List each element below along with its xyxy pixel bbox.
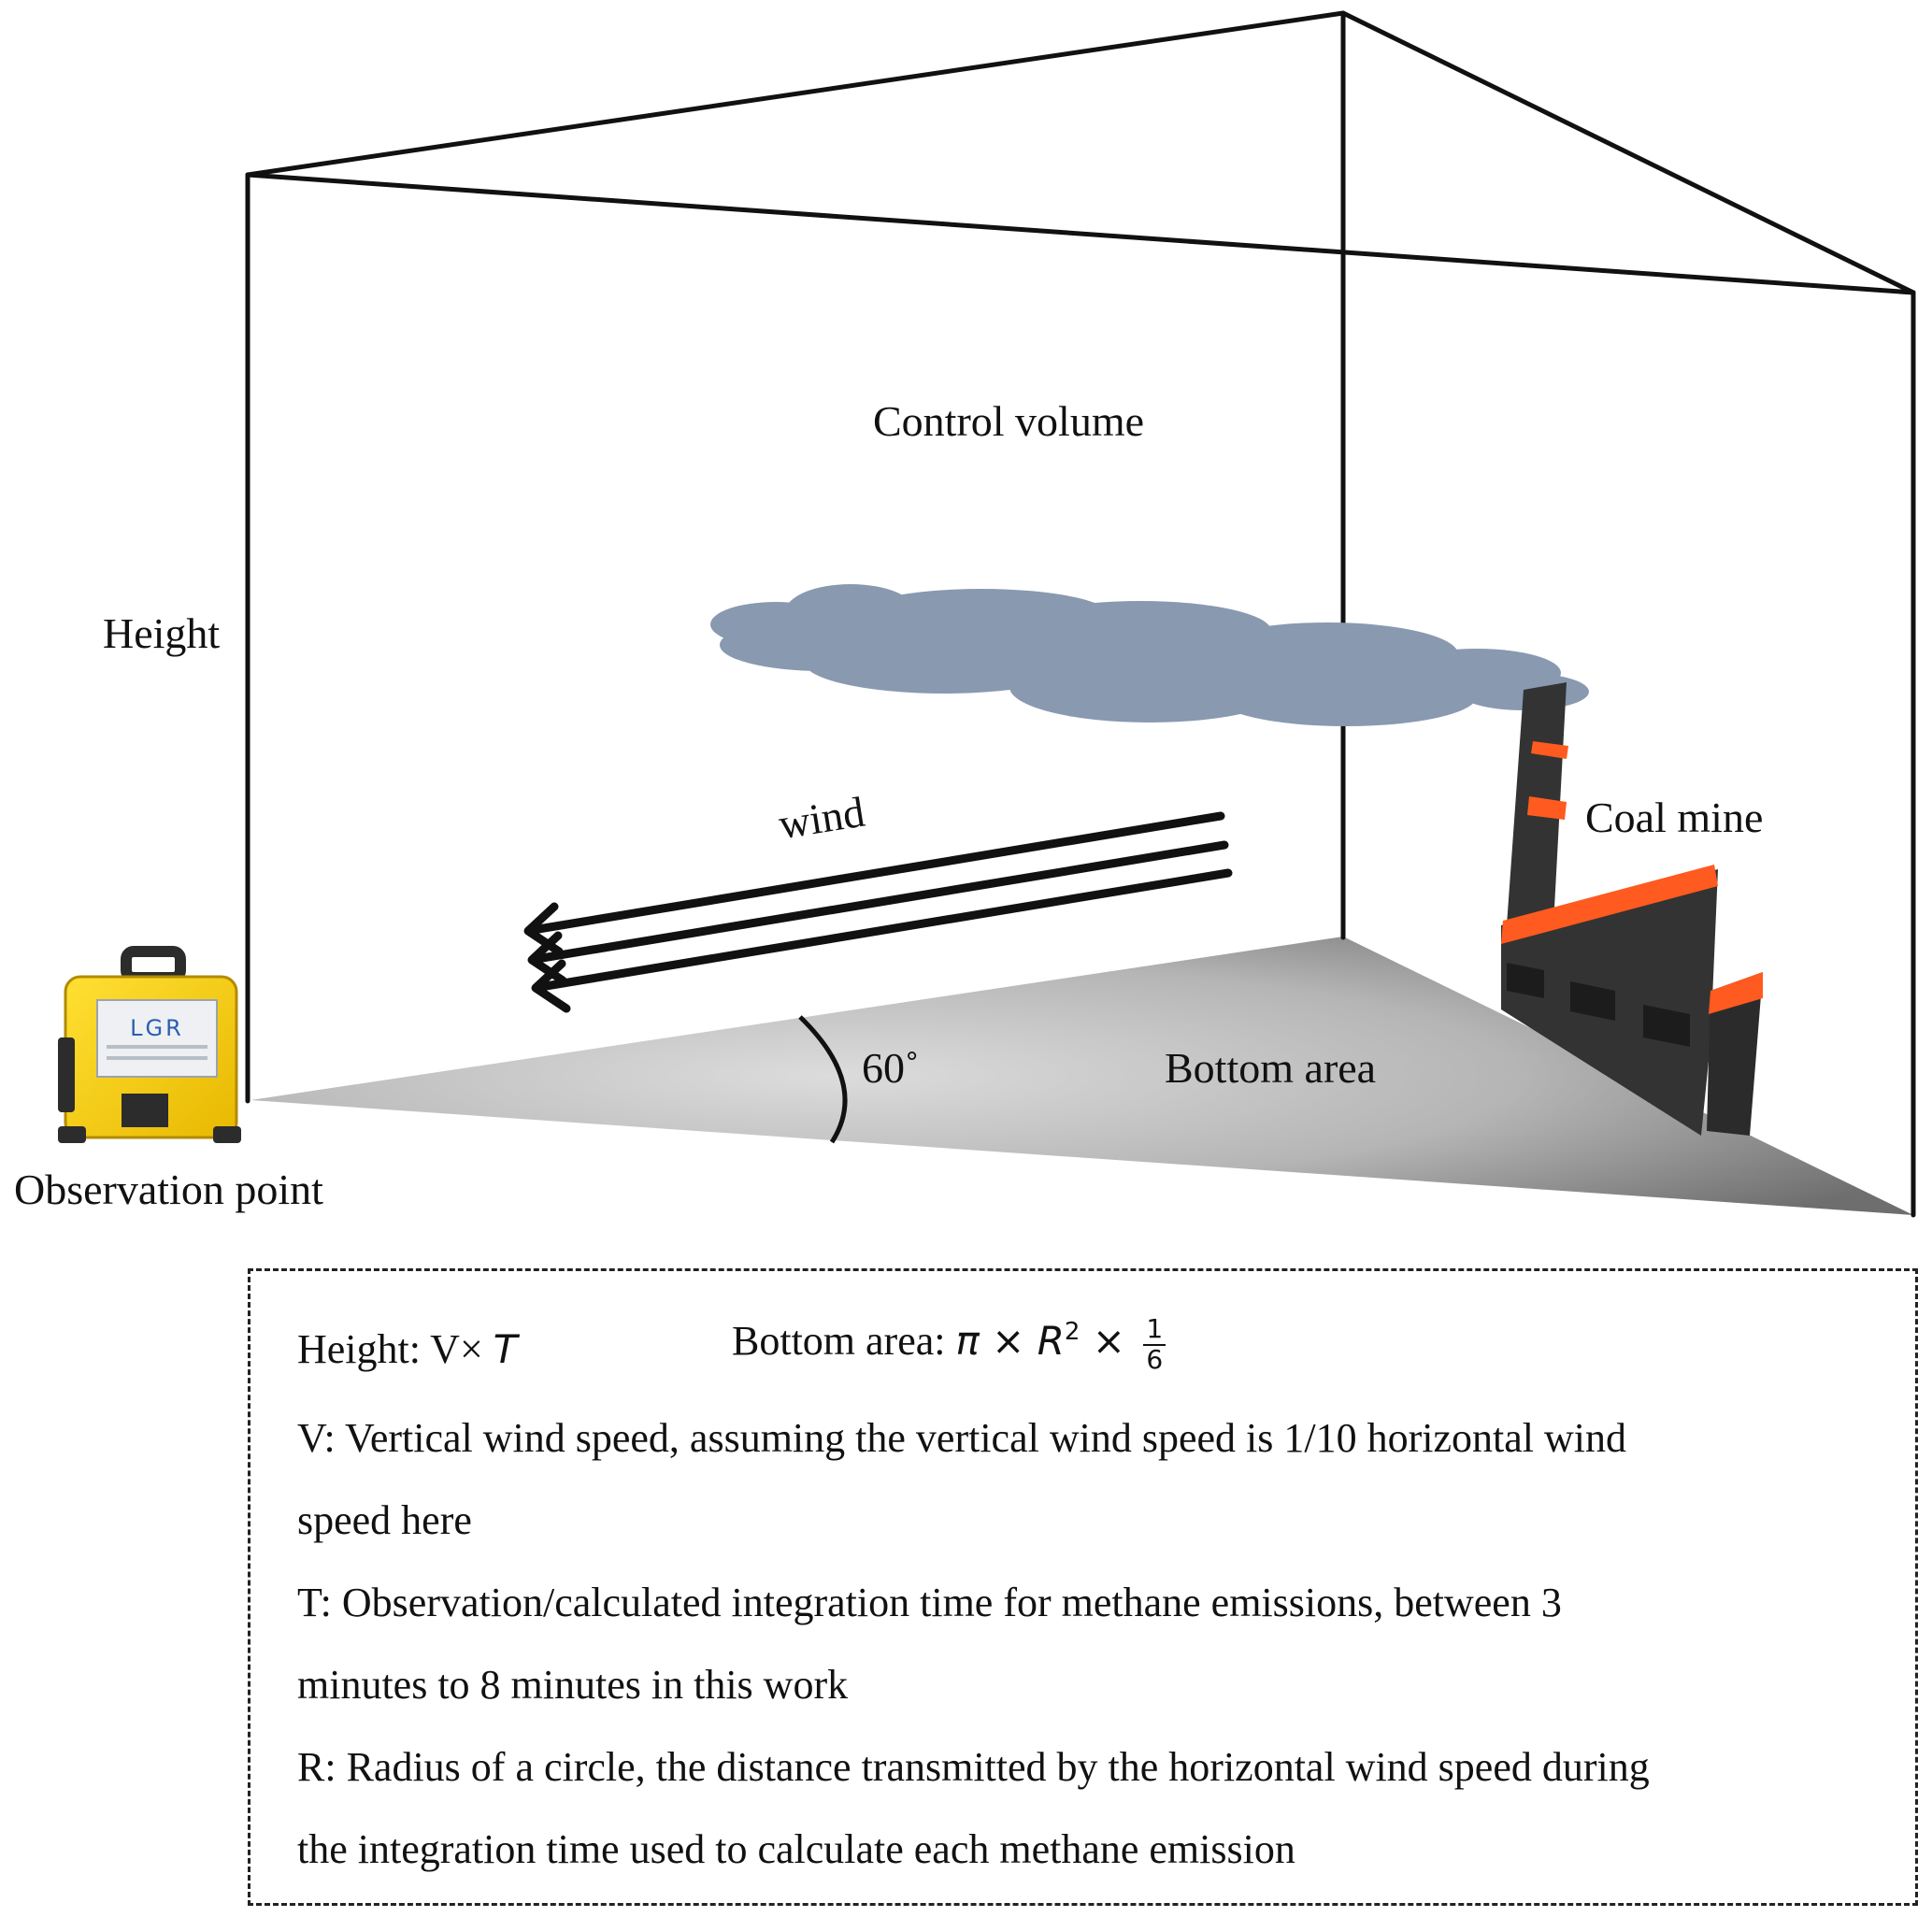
area-formula-r: R — [1037, 1317, 1065, 1364]
height-formula-t: T — [493, 1326, 518, 1372]
angle-label: 60˚ — [862, 1044, 920, 1092]
height-label: Height — [103, 609, 221, 657]
wind-arrow-3 — [536, 868, 1233, 992]
fraction-numerator: 1 — [1143, 1314, 1166, 1346]
device-brand-label: LGR — [130, 1015, 184, 1041]
observation-point-label: Observation point — [14, 1166, 323, 1213]
methane-cloud — [710, 584, 1589, 726]
angle-arc — [798, 1015, 848, 1144]
height-formula: Height: V× T — [297, 1329, 517, 1370]
area-formula-pi: π — [955, 1317, 980, 1364]
wind-arrow-1 — [528, 811, 1225, 935]
fraction-denominator: 6 — [1146, 1343, 1164, 1375]
area-formula-text: Bottom area: — [732, 1317, 956, 1364]
v-definition-line-1: V: Vertical wind speed, assuming the ver… — [297, 1415, 1626, 1461]
height-formula-text: Height: V× — [297, 1326, 483, 1372]
t-definition-line-2: minutes to 8 minutes in this work — [297, 1662, 849, 1708]
wind-arrows — [523, 811, 1233, 1013]
t-definition-line-1: T: Observation/calculated integration ti… — [297, 1580, 1562, 1625]
r-definition-line-1: R: Radius of a circle, the distance tran… — [297, 1744, 1650, 1790]
bottom-area-label: Bottom area — [1165, 1044, 1377, 1092]
area-formula-square: 2 — [1064, 1318, 1080, 1347]
bottom-area-floor — [250, 937, 1913, 1215]
coal-mine-factory — [1501, 682, 1763, 1136]
r-definition-line-2: the integration time used to calculate e… — [297, 1826, 1295, 1872]
wind-arrow-2 — [532, 840, 1229, 964]
area-formula-times-2: × — [1080, 1317, 1138, 1364]
v-definition-line-2: speed here — [297, 1497, 472, 1543]
control-volume-label: Control volume — [873, 397, 1145, 445]
lgr-analyzer-device: LGR — [58, 946, 241, 1143]
control-volume-frame — [245, 10, 1916, 1218]
coal-mine-label: Coal mine — [1585, 794, 1764, 841]
area-formula-times-1: × — [979, 1317, 1038, 1364]
wind-arrow-3-head — [531, 959, 571, 1013]
